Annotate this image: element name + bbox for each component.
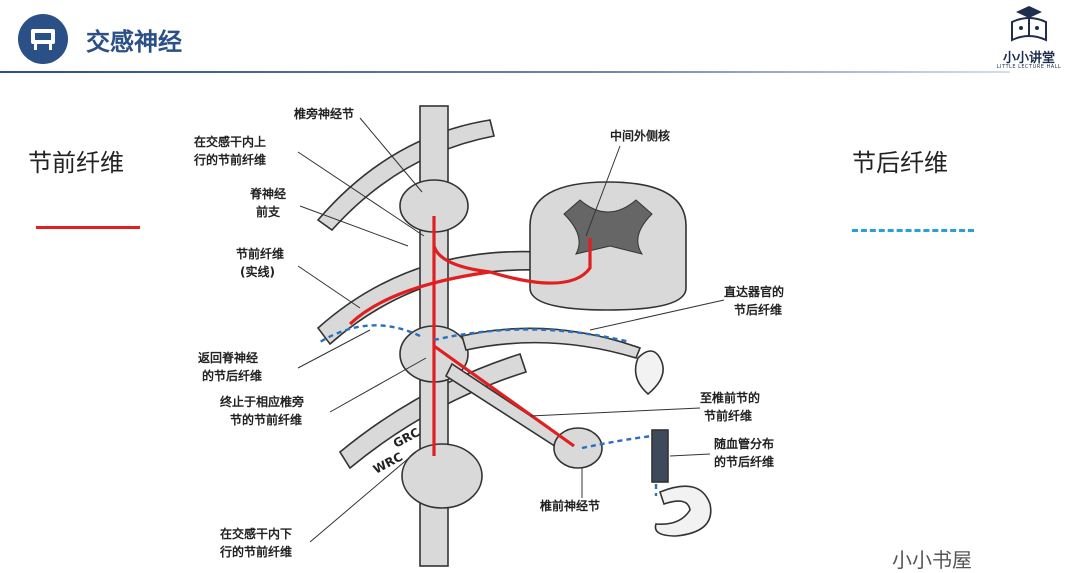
sympathetic-nerve-diagram: 椎旁神经节 在交感干内上 行的节前纤维 脊神经 前支 节前纤维 (实线) 返回脊… [193, 105, 784, 567]
label-terminate-2: 节的节前纤维 [230, 412, 302, 427]
legend-preganglionic-label: 节前纤维 [28, 149, 124, 177]
blood-vessel [651, 429, 669, 483]
logo-subtitle: LITTLE LECTURE HALL [996, 64, 1062, 70]
header-divider [0, 71, 1010, 73]
label-to-prevertebral-1: 至椎前节的 [700, 390, 760, 405]
prevertebral-ganglion [553, 427, 603, 469]
label-lateral-horn: 中间外侧核 [610, 128, 670, 143]
label-return-1: 返回脊神经 [198, 350, 258, 365]
watermark: 小小书屋 [892, 548, 972, 572]
label-preganglionic-1: 节前纤维 [236, 246, 284, 261]
label-direct-organ-1: 直达器官的 [724, 284, 784, 299]
logo-text: 小小讲堂 [1002, 51, 1055, 66]
visceral-branch [460, 327, 642, 359]
heart-icon [634, 350, 664, 396]
leader-lines [297, 117, 725, 543]
label-direct-organ-2: 节后纤维 [734, 302, 782, 317]
legend-preganglionic-line [36, 226, 140, 229]
presentation-icon [18, 14, 68, 64]
label-ventral-ramus-1: 脊神经 [249, 186, 286, 201]
label-return-2: 的节后纤维 [202, 368, 262, 383]
page-title: 交感神经 [86, 28, 182, 56]
label-vessel-2: 的节后纤维 [714, 454, 774, 469]
label-vessel-1: 随血管分布 [714, 436, 774, 451]
label-wrc: WRC [371, 450, 405, 477]
label-descend-2: 行的节前纤维 [219, 544, 292, 559]
label-paravertebral-ganglion: 椎旁神经节 [293, 106, 354, 121]
spinal-gray-matter [563, 199, 653, 255]
anatomy-structures [316, 105, 712, 567]
label-descend-1: 在交感干内下 [220, 526, 292, 541]
legend-postganglionic-label: 节后纤维 [852, 149, 948, 177]
header: 交感神经 小小讲堂 LITTLE LECTURE HALL [0, 0, 1080, 76]
label-terminate-1: 终止于相应椎旁 [220, 394, 304, 409]
label-ascending-1: 在交感干内上 [194, 134, 266, 149]
stomach-icon [654, 485, 712, 537]
label-preganglionic-2: (实线) [240, 264, 275, 279]
legend-postganglionic-line [852, 229, 974, 232]
logo: 小小讲堂 LITTLE LECTURE HALL [986, 4, 1072, 72]
label-ventral-ramus-2: 前支 [256, 204, 281, 219]
label-to-prevertebral-2: 节前纤维 [704, 408, 752, 423]
preganglionic-fibers [348, 216, 592, 456]
upper-spinal-nerve [316, 119, 495, 232]
label-prevertebral-ganglion: 椎前神经节 [539, 498, 600, 513]
logo-emblem-icon [1011, 6, 1047, 42]
label-ascending-2: 行的节前纤维 [193, 152, 266, 167]
lower-paravertebral-ganglion [401, 443, 483, 509]
postganglionic-fibers [319, 324, 658, 496]
